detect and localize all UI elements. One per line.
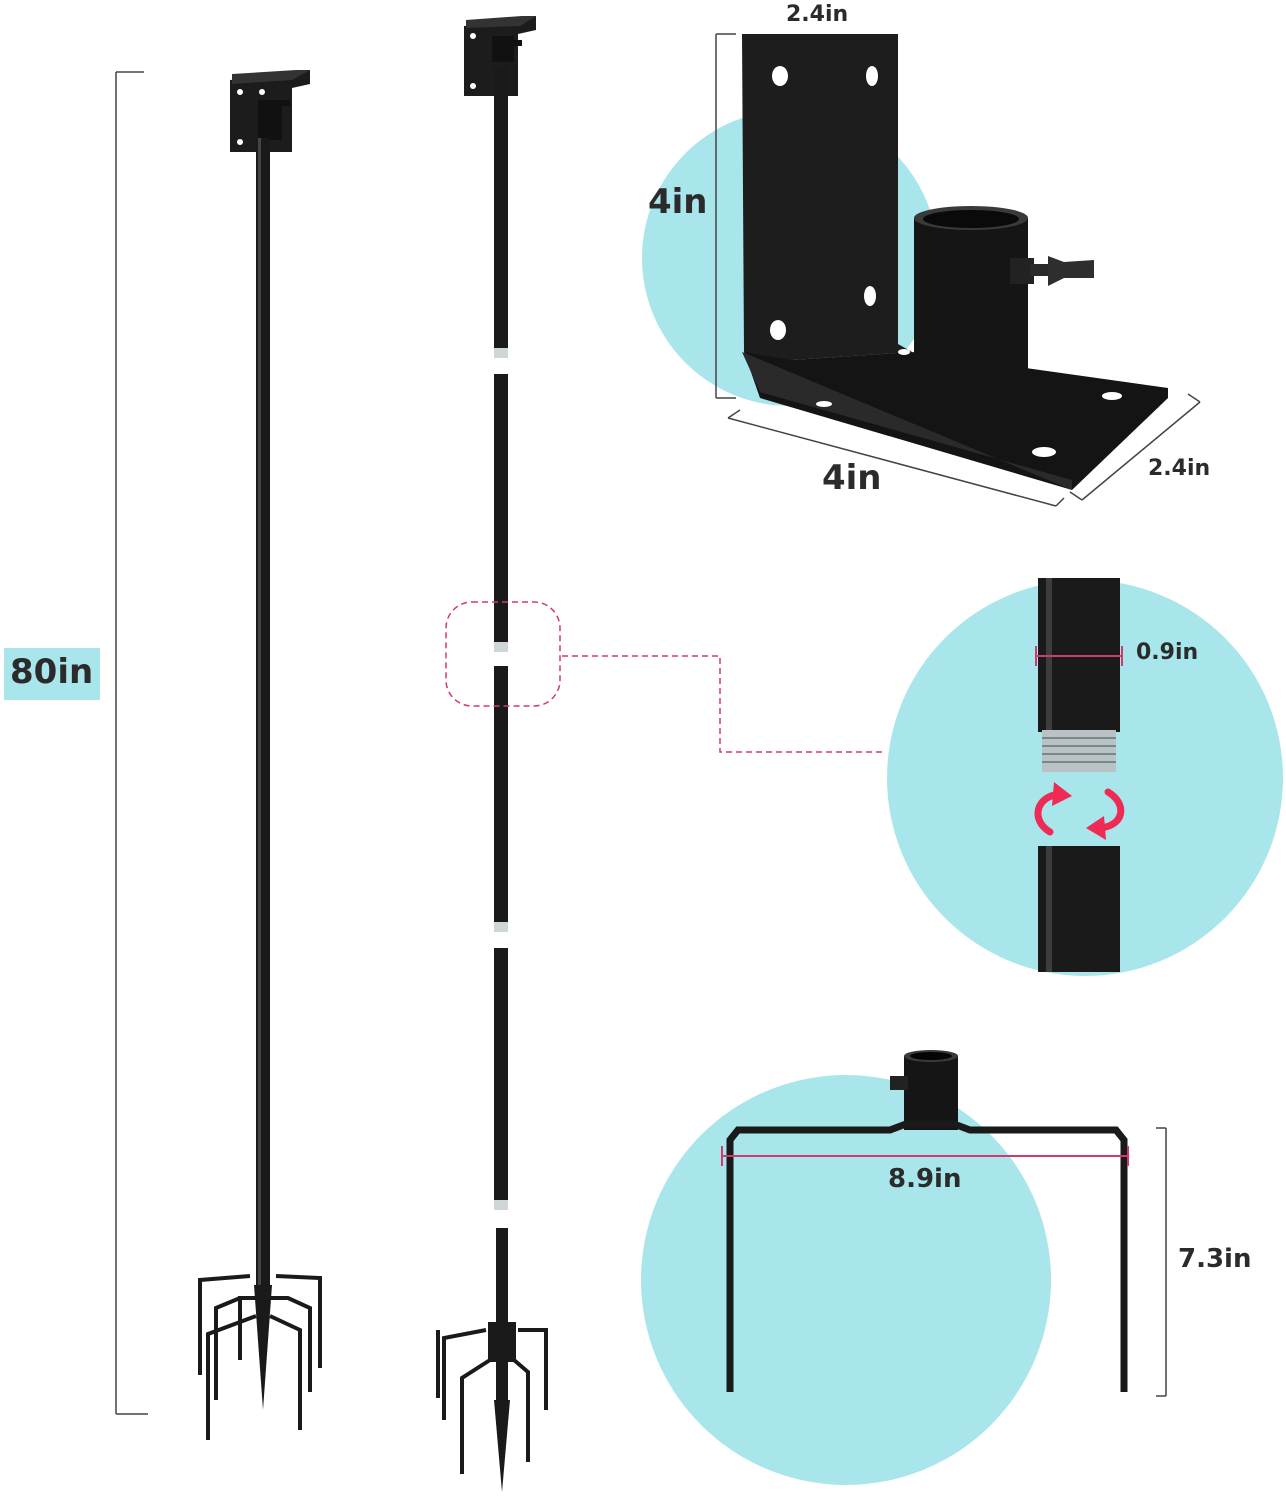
fork-detail	[721, 1050, 1167, 1397]
rotate-right-arrow-icon	[1096, 788, 1125, 832]
zoom-callout	[445, 601, 884, 753]
total-height-dimension	[115, 71, 148, 1415]
bracket-height-label: 4in	[648, 182, 708, 222]
bracket-top-width-label: 2.4in	[786, 2, 849, 27]
rotate-left-arrow-head	[1052, 782, 1072, 806]
bracket-base-length-label: 4in	[822, 458, 882, 498]
fork-detail-circle	[641, 1075, 1051, 1485]
bracket-detail	[715, 33, 1201, 507]
fork-height-label: 7.3in	[1178, 1244, 1252, 1274]
assembled-pole	[198, 70, 322, 1440]
connector-detail-circle	[887, 580, 1283, 976]
rotate-right-arrow-head	[1086, 816, 1106, 840]
fork-width-label: 8.9in	[888, 1164, 962, 1194]
total-height-label: 80in	[10, 652, 94, 692]
exploded-pole	[436, 16, 548, 1492]
total-height-badge	[4, 648, 100, 700]
bracket-base-width-label: 2.4in	[1148, 456, 1211, 481]
pole-diameter-label: 0.9in	[1136, 640, 1199, 665]
connector-detail	[1035, 578, 1123, 972]
